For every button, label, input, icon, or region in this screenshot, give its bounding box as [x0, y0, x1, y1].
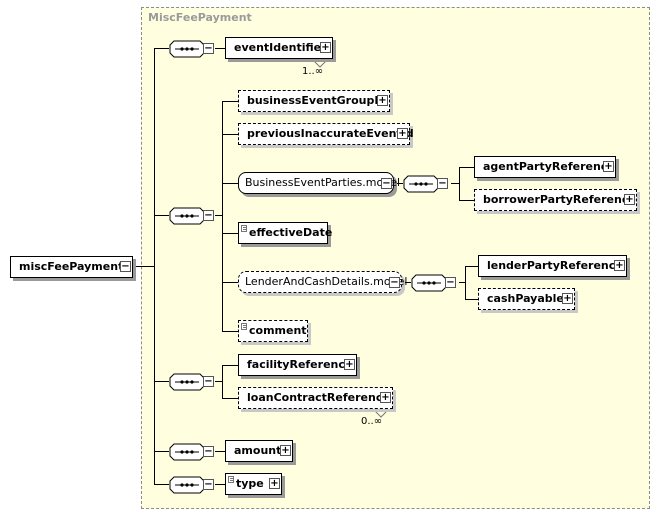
expand-toggle-agentPartyReference[interactable]: +: [603, 161, 614, 172]
sequence-compositor[interactable]: [169, 373, 205, 391]
element-label: amount: [234, 444, 282, 457]
element-label: effectiveDate: [249, 226, 333, 239]
element-label: businessEventGroupId: [247, 94, 387, 107]
multiplicity-label: 1..∞: [302, 66, 324, 77]
element-label: eventIdentifier: [234, 41, 327, 54]
collapse-toggle-sequence[interactable]: −: [203, 479, 214, 490]
element-businessEventGroupId[interactable]: businessEventGroupId: [238, 90, 390, 112]
root-element-label: miscFeePayment: [19, 260, 124, 273]
element-previousInaccurateEventId[interactable]: previousInaccurateEventId: [238, 123, 414, 145]
group-label: LenderAndCashDetails.model: [245, 275, 408, 288]
collapse-toggle-sequence[interactable]: −: [203, 210, 214, 221]
expand-toggle-cashPayable[interactable]: +: [562, 293, 573, 304]
collapse-toggle-sequence[interactable]: −: [203, 446, 214, 457]
element-agentPartyReference[interactable]: agentPartyReference: [474, 156, 616, 178]
element-comment[interactable]: comment: [238, 320, 308, 342]
group-label: BusinessEventParties.model: [245, 176, 401, 189]
sequence-compositor[interactable]: [169, 476, 205, 494]
expand-toggle-previousInaccurateEventId[interactable]: +: [397, 128, 408, 139]
expand-toggle-borrowerPartyReference[interactable]: +: [624, 194, 635, 205]
root-element-miscFeePayment[interactable]: miscFeePayment: [10, 256, 133, 278]
element-label: type: [236, 477, 264, 490]
collapse-toggle-BusinessEventParties-model[interactable]: −: [381, 178, 392, 189]
element-label: comment: [249, 324, 307, 337]
element-eventIdentifier[interactable]: eventIdentifier: [225, 37, 333, 59]
element-label: previousInaccurateEventId: [247, 127, 414, 140]
expand-toggle-loanContractReference[interactable]: +: [380, 392, 391, 403]
expand-toggle-facilityReference[interactable]: +: [344, 359, 355, 370]
group-BusinessEventParties-model[interactable]: BusinessEventParties.model: [238, 172, 400, 194]
element-label: lenderPartyReference: [487, 259, 623, 272]
multiplicity-label: 0..∞: [361, 416, 383, 427]
element-label: borrowerPartyReference: [483, 193, 636, 206]
sequence-compositor[interactable]: [169, 207, 205, 225]
expand-toggle-type[interactable]: +: [269, 478, 280, 489]
documentation-icon: [241, 225, 247, 232]
sequence-compositor[interactable]: [169, 443, 205, 461]
sequence-compositor[interactable]: [411, 274, 447, 292]
expand-toggle-eventIdentifier[interactable]: +: [320, 42, 331, 53]
collapse-toggle-root[interactable]: −: [120, 261, 131, 272]
element-type[interactable]: type: [225, 473, 282, 495]
collapse-toggle-LenderAndCashDetails-model[interactable]: −: [389, 277, 400, 288]
collapse-toggle-sequence[interactable]: −: [203, 376, 214, 387]
group-LenderAndCashDetails-model[interactable]: LenderAndCashDetails.model: [238, 271, 407, 293]
expand-toggle-amount[interactable]: +: [280, 445, 291, 456]
sequence-compositor[interactable]: [169, 40, 205, 58]
collapse-toggle-sequence[interactable]: −: [437, 178, 448, 189]
element-amount[interactable]: amount: [225, 440, 293, 462]
expand-toggle-lenderPartyReference[interactable]: +: [614, 260, 625, 271]
element-cashPayable[interactable]: cashPayable: [478, 288, 575, 310]
element-label: agentPartyReference: [483, 160, 615, 173]
collapse-toggle-sequence[interactable]: −: [445, 277, 456, 288]
element-effectiveDate[interactable]: effectiveDate: [238, 222, 332, 244]
frame-title: MiscFeePayment: [148, 11, 252, 24]
element-lenderPartyReference[interactable]: lenderPartyReference: [478, 255, 627, 277]
documentation-icon: [241, 323, 247, 330]
expand-toggle-businessEventGroupId[interactable]: +: [377, 95, 388, 106]
element-facilityReference[interactable]: facilityReference: [238, 354, 357, 376]
sequence-compositor[interactable]: [403, 175, 439, 193]
element-borrowerPartyReference[interactable]: borrowerPartyReference: [474, 189, 637, 211]
element-label: loanContractReference: [247, 391, 390, 404]
element-label: facilityReference: [247, 358, 353, 371]
element-label: cashPayable: [487, 292, 564, 305]
documentation-icon: [228, 476, 234, 483]
collapse-toggle-sequence[interactable]: −: [203, 43, 214, 54]
element-loanContractReference[interactable]: loanContractReference: [238, 387, 393, 409]
